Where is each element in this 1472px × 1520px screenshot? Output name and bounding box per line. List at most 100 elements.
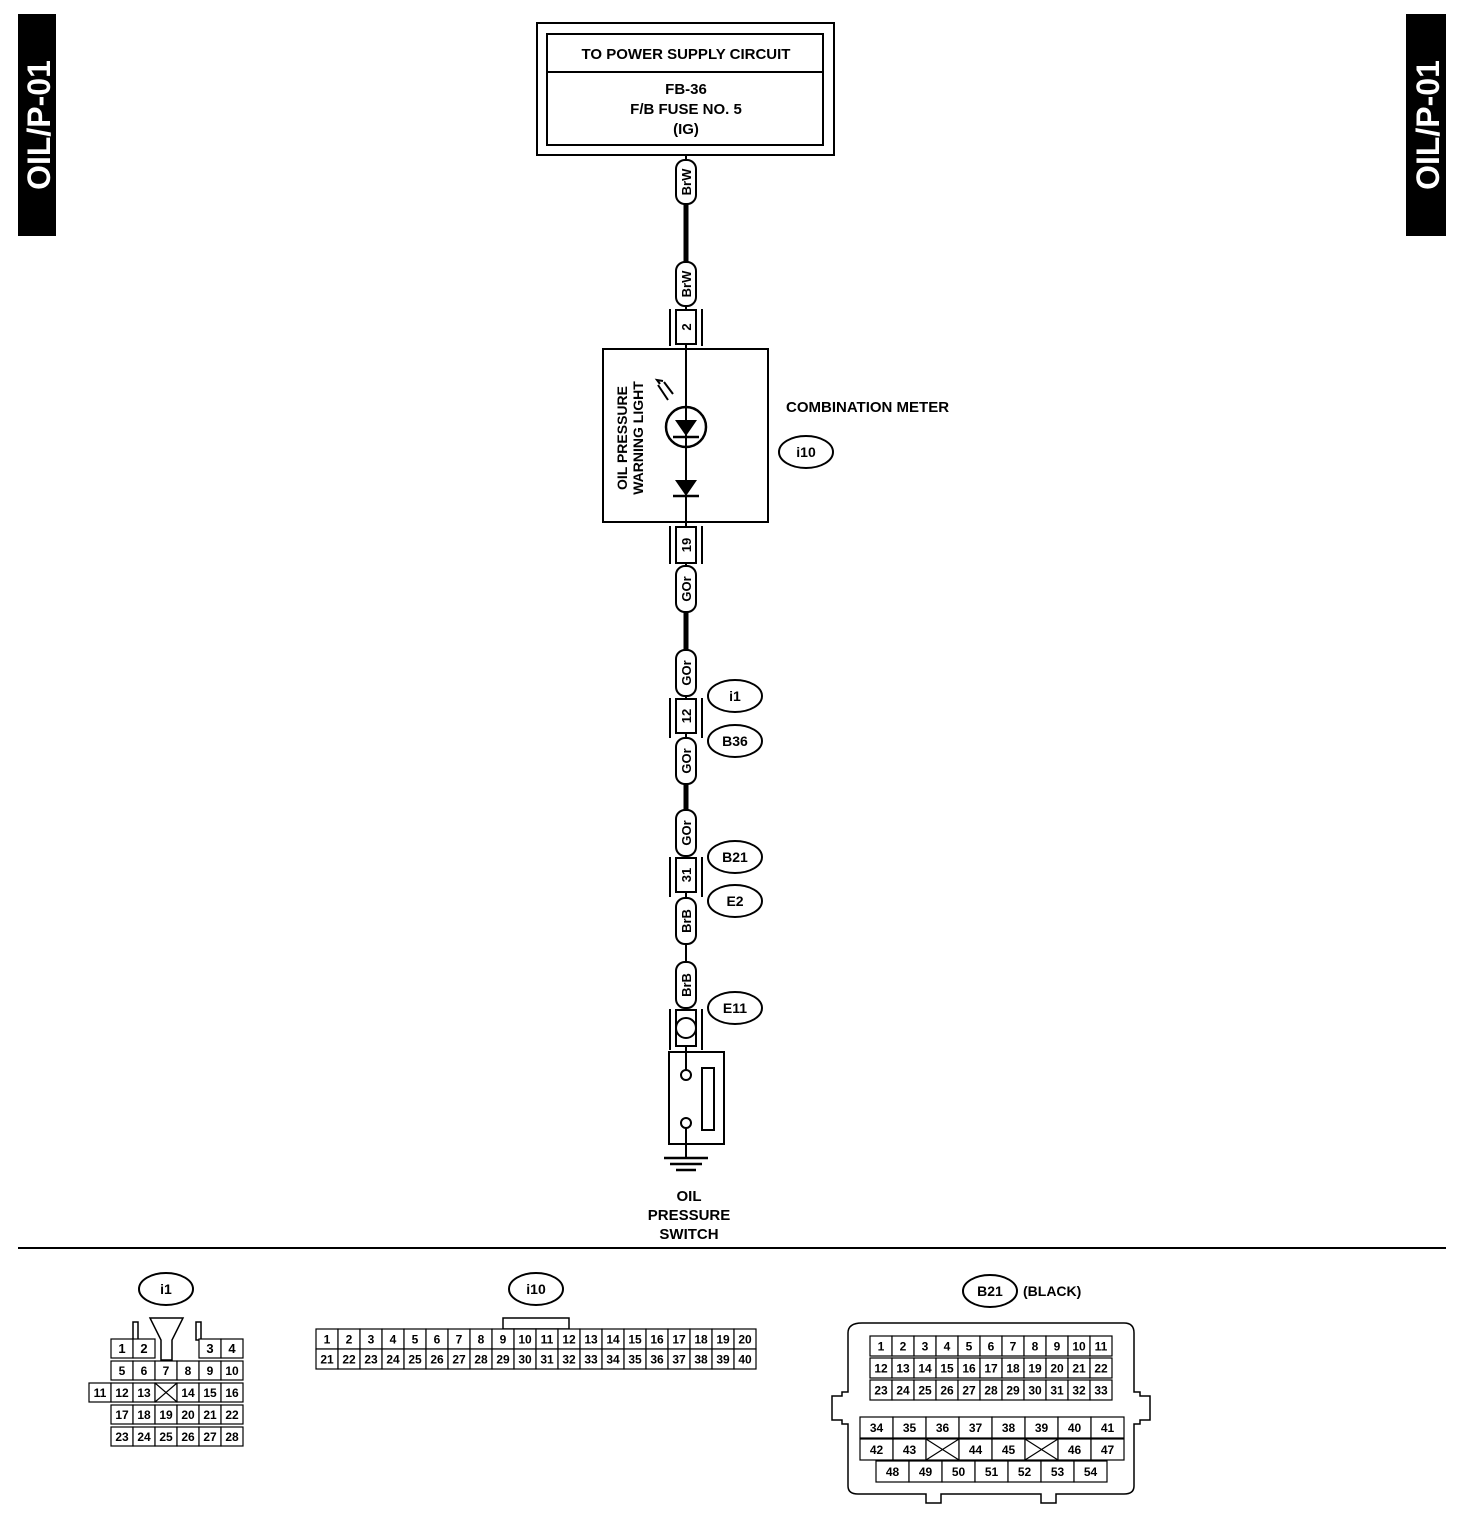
pin-number: 9 xyxy=(500,1332,507,1346)
pin-cell xyxy=(1089,1335,1113,1357)
pin-number: 17 xyxy=(115,1408,129,1422)
pin-number: 26 xyxy=(940,1383,954,1397)
pin-number: 25 xyxy=(408,1352,422,1366)
pin-number: 38 xyxy=(1002,1421,1016,1435)
pin-number: 44 xyxy=(969,1443,983,1457)
pin-number: 15 xyxy=(940,1361,954,1375)
combination-meter-label: COMBINATION METER xyxy=(786,399,949,416)
pin-cell xyxy=(132,1338,156,1359)
wire-color-brw-2: BrW xyxy=(675,261,697,307)
meter-pin-19: 19 xyxy=(669,526,703,564)
wire-color-brb-1: BrB xyxy=(675,897,697,945)
pin-number: 45 xyxy=(1002,1443,1016,1457)
pin-number: 11 xyxy=(1095,1339,1108,1353)
b21-e2-pin-31: 31 xyxy=(669,857,703,897)
pin-number: 9 xyxy=(207,1364,214,1378)
pin-number: 36 xyxy=(936,1421,950,1435)
svg-text:GOr: GOr xyxy=(679,820,694,845)
pin-number: 27 xyxy=(452,1352,466,1366)
page-tab-right: OIL/P-01 xyxy=(1406,14,1446,236)
pin-number: 22 xyxy=(1094,1361,1108,1375)
pin-number: 37 xyxy=(672,1352,686,1366)
svg-text:12: 12 xyxy=(679,709,694,723)
svg-text:31: 31 xyxy=(679,868,694,882)
wire-color-gor-2: GOr xyxy=(675,649,697,697)
pin-number: 6 xyxy=(988,1339,995,1353)
pin-number: 37 xyxy=(969,1421,983,1435)
svg-text:BrB: BrB xyxy=(679,973,694,997)
pin-number: 8 xyxy=(1032,1339,1039,1353)
pin-number: 12 xyxy=(562,1332,576,1346)
pin-number: 1 xyxy=(878,1339,885,1353)
pin-number: 23 xyxy=(364,1352,378,1366)
pin-cell xyxy=(220,1382,244,1403)
pin-number: 21 xyxy=(203,1408,217,1422)
pin-number: 2 xyxy=(900,1339,907,1353)
pin-cell xyxy=(220,1338,244,1359)
pin-number: 10 xyxy=(1072,1339,1086,1353)
pin-number: 3 xyxy=(206,1341,213,1356)
pin-number: 13 xyxy=(584,1332,598,1346)
pin-number: 23 xyxy=(115,1430,129,1444)
pin-number: 48 xyxy=(886,1465,900,1479)
pin-cell xyxy=(220,1426,244,1447)
pin-number: 14 xyxy=(918,1361,932,1375)
pin-number: 13 xyxy=(896,1361,910,1375)
power-supply-line2: F/B FUSE NO. 5 xyxy=(630,101,742,118)
pin-number: 51 xyxy=(985,1465,999,1479)
pin-number: 22 xyxy=(342,1352,356,1366)
pin-number: 16 xyxy=(225,1386,239,1400)
switch-label-line3: SWITCH xyxy=(659,1226,718,1243)
pin-cell xyxy=(1090,1438,1125,1461)
pin-number: 38 xyxy=(694,1352,708,1366)
svg-text:i10: i10 xyxy=(796,444,816,460)
pin-number: 34 xyxy=(606,1352,620,1366)
pin-cell xyxy=(1073,1460,1108,1483)
wire-color-brw-1: BrW xyxy=(675,159,697,205)
pin-number: 21 xyxy=(1072,1361,1086,1375)
pin-number: 18 xyxy=(1006,1361,1020,1375)
pin-number: 1 xyxy=(118,1341,125,1356)
pin-number: 28 xyxy=(984,1383,998,1397)
svg-text:B21: B21 xyxy=(722,849,748,865)
pin-number: 16 xyxy=(650,1332,664,1346)
lamp-label-line2: WARNING LIGHT xyxy=(630,381,646,495)
pin-number: 39 xyxy=(716,1352,730,1366)
pin-cell xyxy=(220,1404,244,1425)
pin-number: 18 xyxy=(137,1408,151,1422)
pin-number: 52 xyxy=(1018,1465,1032,1479)
connector-view-i1-label: i1 xyxy=(160,1281,172,1297)
connector-tag-e11: E11 xyxy=(707,991,763,1025)
switch-label-line1: OIL xyxy=(677,1188,702,1205)
pin-number: 27 xyxy=(203,1430,217,1444)
pin-number: 28 xyxy=(225,1430,239,1444)
i10-key-icon xyxy=(502,1317,570,1330)
svg-text:E11: E11 xyxy=(723,1000,747,1016)
pin-number: 5 xyxy=(966,1339,973,1353)
pin-number: 9 xyxy=(1054,1339,1061,1353)
connector-tag-e2: E2 xyxy=(707,884,763,918)
pin-number: 2 xyxy=(346,1332,353,1346)
pin-number: 47 xyxy=(1101,1443,1115,1457)
diode-icon xyxy=(673,480,699,498)
ground-icon xyxy=(664,1156,708,1172)
pin-number: 5 xyxy=(412,1332,419,1346)
unused-pin-icon xyxy=(925,1438,960,1461)
pin-number: 27 xyxy=(962,1383,976,1397)
svg-text:i1: i1 xyxy=(729,688,741,704)
svg-text:19: 19 xyxy=(679,538,694,552)
pin-number: 30 xyxy=(1028,1383,1042,1397)
connector-tag-b36: B36 xyxy=(707,724,763,758)
pin-number: 33 xyxy=(1094,1383,1108,1397)
pin-number: 39 xyxy=(1035,1421,1049,1435)
warning-lamp-led-icon xyxy=(654,378,708,449)
pin-number: 7 xyxy=(163,1364,170,1378)
page-tab-left-label: OIL/P-01 xyxy=(21,60,57,190)
pin-number: 35 xyxy=(903,1421,917,1435)
pin-number: 15 xyxy=(203,1386,217,1400)
pin-number: 29 xyxy=(496,1352,510,1366)
pin-number: 26 xyxy=(181,1430,195,1444)
